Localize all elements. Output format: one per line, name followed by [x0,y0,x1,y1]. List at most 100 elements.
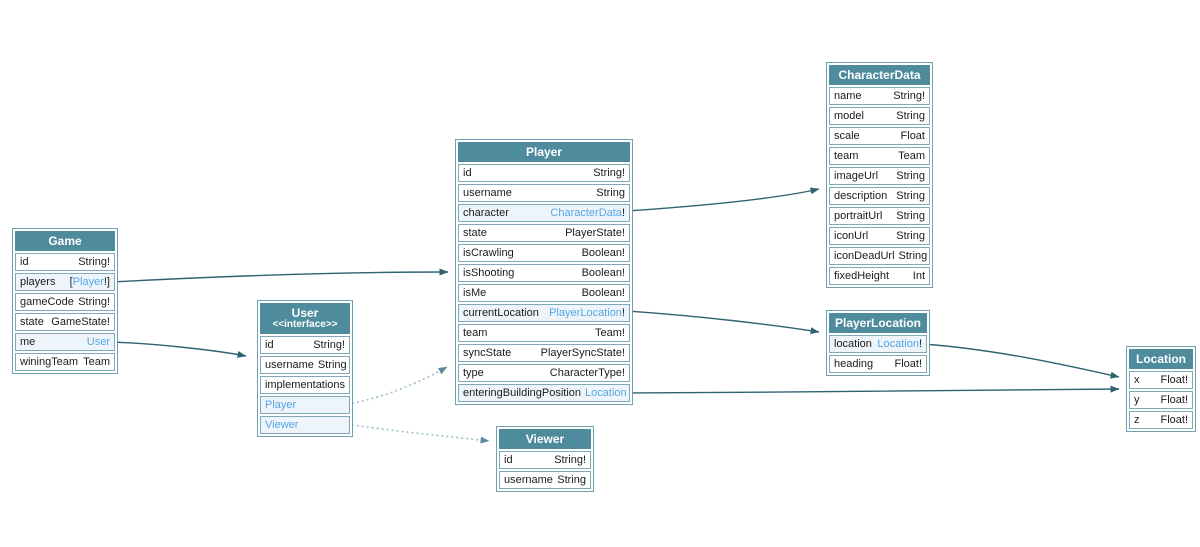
field-row: model String [829,107,930,125]
type-table-player: Player id String! username String charac… [455,139,633,405]
implementations-label: implementations [264,379,346,391]
type-link-player[interactable]: Player [72,276,104,288]
field-name: team [463,327,488,339]
field-row: name String! [829,87,930,105]
field-name: state [463,227,487,239]
field-row: portraitUrl String [829,207,930,225]
field-type: String [896,190,925,202]
field-type: String! [593,167,625,179]
field-row: character CharacterData! [458,204,630,222]
field-type: Float! [1160,374,1188,386]
field-name: iconUrl [834,230,869,242]
type-table-characterdata: CharacterData name String! model String … [826,62,933,288]
field-type: String! [893,90,925,102]
field-type: String [896,210,925,222]
field-name: imageUrl [834,170,879,182]
field-type: String [317,359,347,371]
field-type: Float! [894,358,922,370]
field-type: String [896,170,925,182]
field-row: iconDeadUrl String [829,247,930,265]
field-name: y [1134,394,1140,406]
field-name: team [834,150,859,162]
table-title: Game [15,231,115,251]
type-table-game: Game id String! players [Player!] gameCo… [12,228,118,374]
field-name: character [463,207,509,219]
field-type: PlayerLocation! [549,307,625,319]
field-name: type [463,367,484,379]
field-row: y Float! [1129,391,1193,409]
type-link-player[interactable]: Player [265,399,297,411]
field-row: isShooting Boolean! [458,264,630,282]
field-type: Boolean! [581,247,625,259]
field-name: id [504,454,513,466]
field-type: [Player!] [69,276,110,288]
table-title: User <<interface>> [260,303,350,334]
field-name: id [463,167,472,179]
field-row: players [Player!] [15,273,115,291]
field-row: team Team! [458,324,630,342]
type-link-user[interactable]: User [86,336,110,348]
field-name: location [834,338,872,350]
field-row: description String [829,187,930,205]
field-type: Location [585,386,627,400]
field-type: String! [78,296,110,308]
table-title: Player [458,142,630,162]
field-row: me User [15,333,115,351]
field-name: description [834,190,888,202]
field-row: type CharacterType! [458,364,630,382]
field-row: state GameState! [15,313,115,331]
field-row: isCrawling Boolean! [458,244,630,262]
edge-game-me-to-user [111,341,247,358]
type-link-characterdata[interactable]: CharacterData [550,207,622,219]
field-type: String [557,474,586,486]
table-title: Location [1129,349,1193,369]
field-row: syncState PlayerSyncState! [458,344,630,362]
type-link-viewer[interactable]: Viewer [265,419,299,431]
field-row: id String! [458,164,630,182]
field-name: me [20,336,36,348]
field-type: String [898,250,928,262]
field-name: enteringBuildingPosition [463,387,582,399]
field-name: currentLocation [463,307,539,319]
field-type: String! [78,256,110,268]
field-name: name [834,90,862,102]
interface-stereotype: <<interface>> [272,319,338,330]
type-table-location: Location x Float! y Float! z Float! [1126,346,1196,432]
field-row: location Location! [829,335,927,353]
field-name: syncState [463,347,512,359]
field-name: scale [834,130,860,142]
field-row: username String [260,356,350,374]
field-row: iconUrl String [829,227,930,245]
field-type: String! [313,339,345,351]
field-row: currentLocation PlayerLocation! [458,304,630,322]
table-title: Viewer [499,429,591,449]
field-row: fixedHeight Int [829,267,930,285]
type-link-location[interactable]: Location [585,387,627,399]
field-name: isShooting [463,267,515,279]
implementations-row: implementations [260,376,350,394]
edge-user-player-implementation [346,366,448,405]
field-name: username [265,359,314,371]
implementation-row: Viewer [260,416,350,434]
field-type: Float! [1160,394,1188,406]
table-title-text: User [291,306,319,320]
field-name: x [1134,374,1140,386]
field-row: imageUrl String [829,167,930,185]
type-link-playerlocation[interactable]: PlayerLocation [549,307,622,319]
field-type: Float [900,130,925,142]
field-row: x Float! [1129,371,1193,389]
field-type: Location! [877,338,922,350]
type-table-playerlocation: PlayerLocation location Location! headin… [826,310,930,376]
field-type: Boolean! [581,267,625,279]
field-name: isCrawling [463,247,514,259]
field-name: model [834,110,864,122]
field-name: username [463,187,512,199]
field-row: username String [499,471,591,489]
field-row: id String! [499,451,591,469]
field-type: Team! [595,327,625,339]
type-link-location[interactable]: Location [877,338,919,350]
edge-game-players-to-player [111,268,449,283]
field-name: username [504,474,553,486]
field-type: Team [83,356,110,368]
